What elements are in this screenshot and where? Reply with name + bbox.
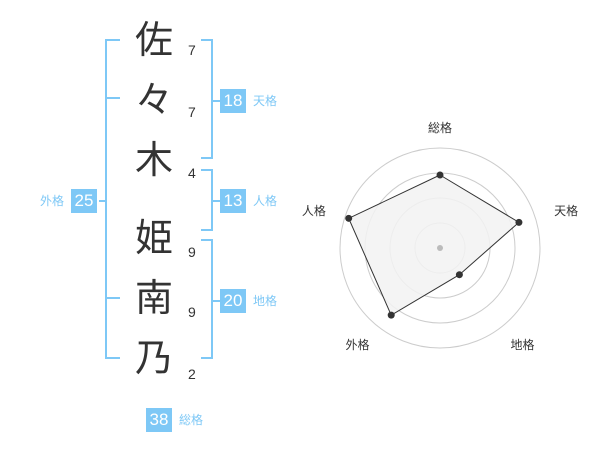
radar-axis-label-3: 地格: [511, 337, 535, 352]
chikaku-label: 地格: [253, 294, 278, 308]
jinkaku-value-badge: 13: [220, 189, 246, 213]
gaikaku-label: 外格: [40, 194, 65, 208]
tenkaku-bracket: [201, 39, 213, 159]
stroke-count-5: 9: [188, 304, 196, 320]
name-char-2: 々: [134, 78, 173, 122]
stroke-count-3: 4: [188, 165, 196, 181]
radar-point-4: [387, 311, 395, 319]
radar-point-2: [515, 218, 523, 226]
radar-area: [348, 174, 520, 316]
stroke-count-6: 2: [188, 366, 196, 382]
chikaku-bracket: [201, 239, 213, 359]
radar-point-1: [436, 171, 444, 179]
chikaku-value-badge: 20: [220, 289, 246, 313]
name-char-3: 木: [134, 138, 173, 182]
stroke-count-2: 7: [188, 104, 196, 120]
gaikaku-bracket: [105, 39, 120, 359]
radar-ring-4: [339, 147, 541, 349]
name-char-1: 佐: [134, 18, 173, 62]
radar-point-3: [455, 271, 463, 279]
radar-axis-label-4: 外格: [345, 337, 369, 352]
name-char-4: 姫: [134, 216, 173, 260]
radar-center-dot: [437, 245, 443, 251]
stroke-count-4: 9: [188, 244, 196, 260]
gaikaku-value-badge: 25: [71, 189, 97, 213]
stroke-count-1: 7: [188, 42, 196, 58]
radar-axis-label-2: 天格: [554, 203, 578, 218]
radar-axis-label-5: 人格: [302, 203, 326, 218]
radar-axis-label-1: 総格: [428, 120, 452, 135]
soukaku-label: 総格: [179, 413, 204, 427]
soukaku-value-badge: 38: [146, 408, 172, 432]
jinkaku-label: 人格: [253, 194, 278, 208]
radar-point-5: [345, 214, 353, 222]
tenkaku-label: 天格: [253, 94, 278, 108]
name-char-5: 南: [134, 276, 173, 320]
tenkaku-value-badge: 18: [220, 89, 246, 113]
name-char-6: 乃: [134, 336, 173, 380]
